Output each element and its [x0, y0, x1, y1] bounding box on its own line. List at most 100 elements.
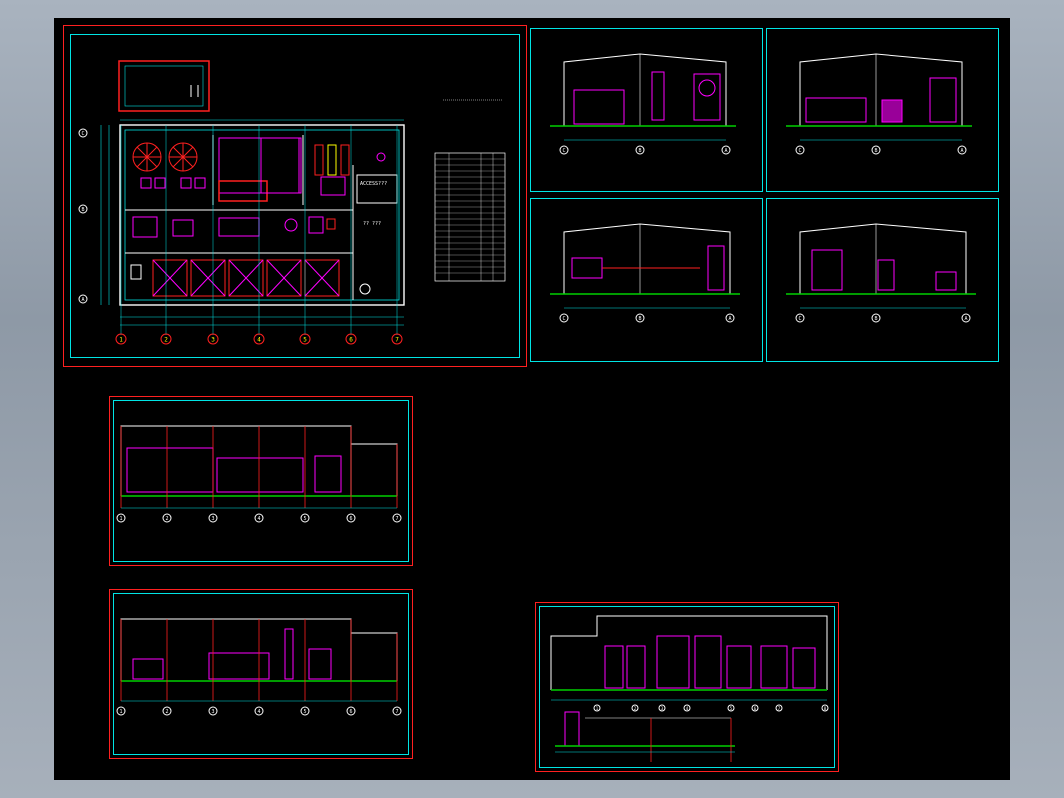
section-3-grid-b-label: B	[638, 316, 641, 322]
elev2-grid-4: 4	[254, 706, 264, 716]
plan-grid-bubble-c: C	[78, 128, 88, 138]
section-4-grid-a: A	[961, 313, 971, 323]
plan-grid-bubble-2: 2	[160, 333, 172, 345]
elev3-grid-3: 3	[658, 704, 666, 712]
elev2-grid-4-label: 4	[257, 709, 260, 715]
section-sheet-4: C B A	[766, 198, 999, 362]
section-4-grid-a-label: A	[964, 316, 967, 322]
elev3-grid-2-label: 2	[634, 706, 637, 711]
elevation-sheet-2: 1 2 3 4 5 6 7	[109, 589, 413, 759]
cad-canvas: ACCESS??? ?? ???	[54, 18, 1010, 780]
plan-grid-label-3: 3	[211, 337, 215, 344]
plan-grid-bubble-b: B	[78, 204, 88, 214]
section-3-grid-a: A	[725, 313, 735, 323]
plan-grid-letter-a: A	[81, 297, 84, 303]
section-sheet-2: C B A	[766, 28, 999, 192]
elev2-grid-2: 2	[162, 706, 172, 716]
plan-grid-bubble-4: 4	[253, 333, 265, 345]
section-4-grid-c-label: C	[798, 316, 801, 322]
plan-grid-bubble-5: 5	[299, 333, 311, 345]
elev3-grid-6-label: 6	[754, 706, 757, 711]
section-1-grid-a-label: A	[724, 148, 727, 154]
elev1-grid-4: 4	[254, 513, 264, 523]
section-4-grid-c: C	[795, 313, 805, 323]
elev2-grid-6: 6	[346, 706, 356, 716]
equipment-schedule-table	[434, 152, 506, 282]
elev1-grid-1-label: 1	[119, 516, 122, 522]
section-3-grid-c-label: C	[562, 316, 565, 322]
elev2-grid-3: 3	[208, 706, 218, 716]
section-3-grid-a-label: A	[728, 316, 731, 322]
elev2-grid-3-label: 3	[211, 709, 214, 715]
elev3-grid-7-label: 7	[778, 706, 781, 711]
floor-plan-sheet: ACCESS??? ?? ???	[63, 25, 527, 367]
section-2-grid-b: B	[871, 145, 881, 155]
section-4-grid-b: B	[871, 313, 881, 323]
elev2-grid-1: 1	[116, 706, 126, 716]
elevation-drawing-3: 1 2 3 4 5 6 7 8	[535, 602, 839, 772]
elev1-grid-5-label: 5	[303, 516, 306, 522]
elev3-grid-7: 7	[775, 704, 783, 712]
elev2-grid-7-label: 7	[395, 709, 398, 715]
elev1-grid-3: 3	[208, 513, 218, 523]
elev2-grid-7: 7	[392, 706, 402, 716]
elev1-grid-2: 2	[162, 513, 172, 523]
section-2-grid-c-label: C	[798, 148, 801, 154]
section-drawing-3: C B A	[530, 198, 763, 362]
elev2-grid-6-label: 6	[349, 709, 352, 715]
floor-plan-drawing: ACCESS??? ?? ???	[63, 25, 527, 367]
plan-grid-label-6: 6	[349, 337, 353, 344]
plan-grid-letter-c: C	[81, 131, 84, 137]
elev3-grid-5-label: 5	[730, 706, 733, 711]
elev3-grid-4: 4	[683, 704, 691, 712]
plan-grid-letter-b: B	[81, 207, 84, 213]
section-drawing-2: C B A	[766, 28, 999, 192]
elevation-drawing-1: 1 2 3 4 5 6 7	[109, 396, 413, 566]
elevation-drawing-2: 1 2 3 4 5 6 7	[109, 589, 413, 759]
elev3-grid-8-label: 8	[824, 706, 827, 711]
elev1-grid-7: 7	[392, 513, 402, 523]
elev3-grid-2: 2	[631, 704, 639, 712]
section-1-grid-b: B	[635, 145, 645, 155]
plan-grid-label-1: 1	[119, 337, 123, 344]
elev1-grid-7-label: 7	[395, 516, 398, 522]
section-drawing-4: C B A	[766, 198, 999, 362]
plan-grid-label-2: 2	[164, 337, 168, 344]
plan-grid-bubble-7: 7	[391, 333, 403, 345]
elev3-grid-8: 8	[821, 704, 829, 712]
elev2-grid-1-label: 1	[119, 709, 122, 715]
section-3-grid-c: C	[559, 313, 569, 323]
section-3-grid-b: B	[635, 313, 645, 323]
plan-grid-bubble-a: A	[78, 294, 88, 304]
section-4-grid-b-label: B	[874, 316, 877, 322]
elev2-grid-2-label: 2	[165, 709, 168, 715]
elev3-grid-3-label: 3	[661, 706, 664, 711]
elev1-grid-2-label: 2	[165, 516, 168, 522]
elevation-sheet-3: 1 2 3 4 5 6 7 8	[535, 602, 839, 772]
section-1-grid-b-label: B	[638, 148, 641, 154]
section-sheet-1: C B A	[530, 28, 763, 192]
room-label-2: ?? ???	[363, 221, 381, 227]
elev1-grid-6-label: 6	[349, 516, 352, 522]
section-1-grid-a: A	[721, 145, 731, 155]
room-label-1: ACCESS???	[360, 181, 387, 187]
section-2-grid-c: C	[795, 145, 805, 155]
section-2-grid-a: A	[957, 145, 967, 155]
section-2-grid-a-label: A	[960, 148, 963, 154]
plan-grid-label-7: 7	[395, 337, 399, 344]
plan-grid-bubble-1: 1	[115, 333, 127, 345]
elev1-grid-6: 6	[346, 513, 356, 523]
section-drawing-1: C B A	[530, 28, 763, 192]
plan-grid-label-4: 4	[257, 337, 261, 344]
section-sheet-3: C B A	[530, 198, 763, 362]
plan-grid-bubble-6: 6	[345, 333, 357, 345]
elev1-grid-4-label: 4	[257, 516, 260, 522]
plan-grid-bubble-3: 3	[207, 333, 219, 345]
elev3-grid-1: 1	[593, 704, 601, 712]
elev3-grid-5: 5	[727, 704, 735, 712]
section-1-grid-c-label: C	[562, 148, 565, 154]
elev3-grid-6: 6	[751, 704, 759, 712]
section-1-grid-c: C	[559, 145, 569, 155]
elev3-grid-4-label: 4	[686, 706, 689, 711]
elev1-grid-3-label: 3	[211, 516, 214, 522]
